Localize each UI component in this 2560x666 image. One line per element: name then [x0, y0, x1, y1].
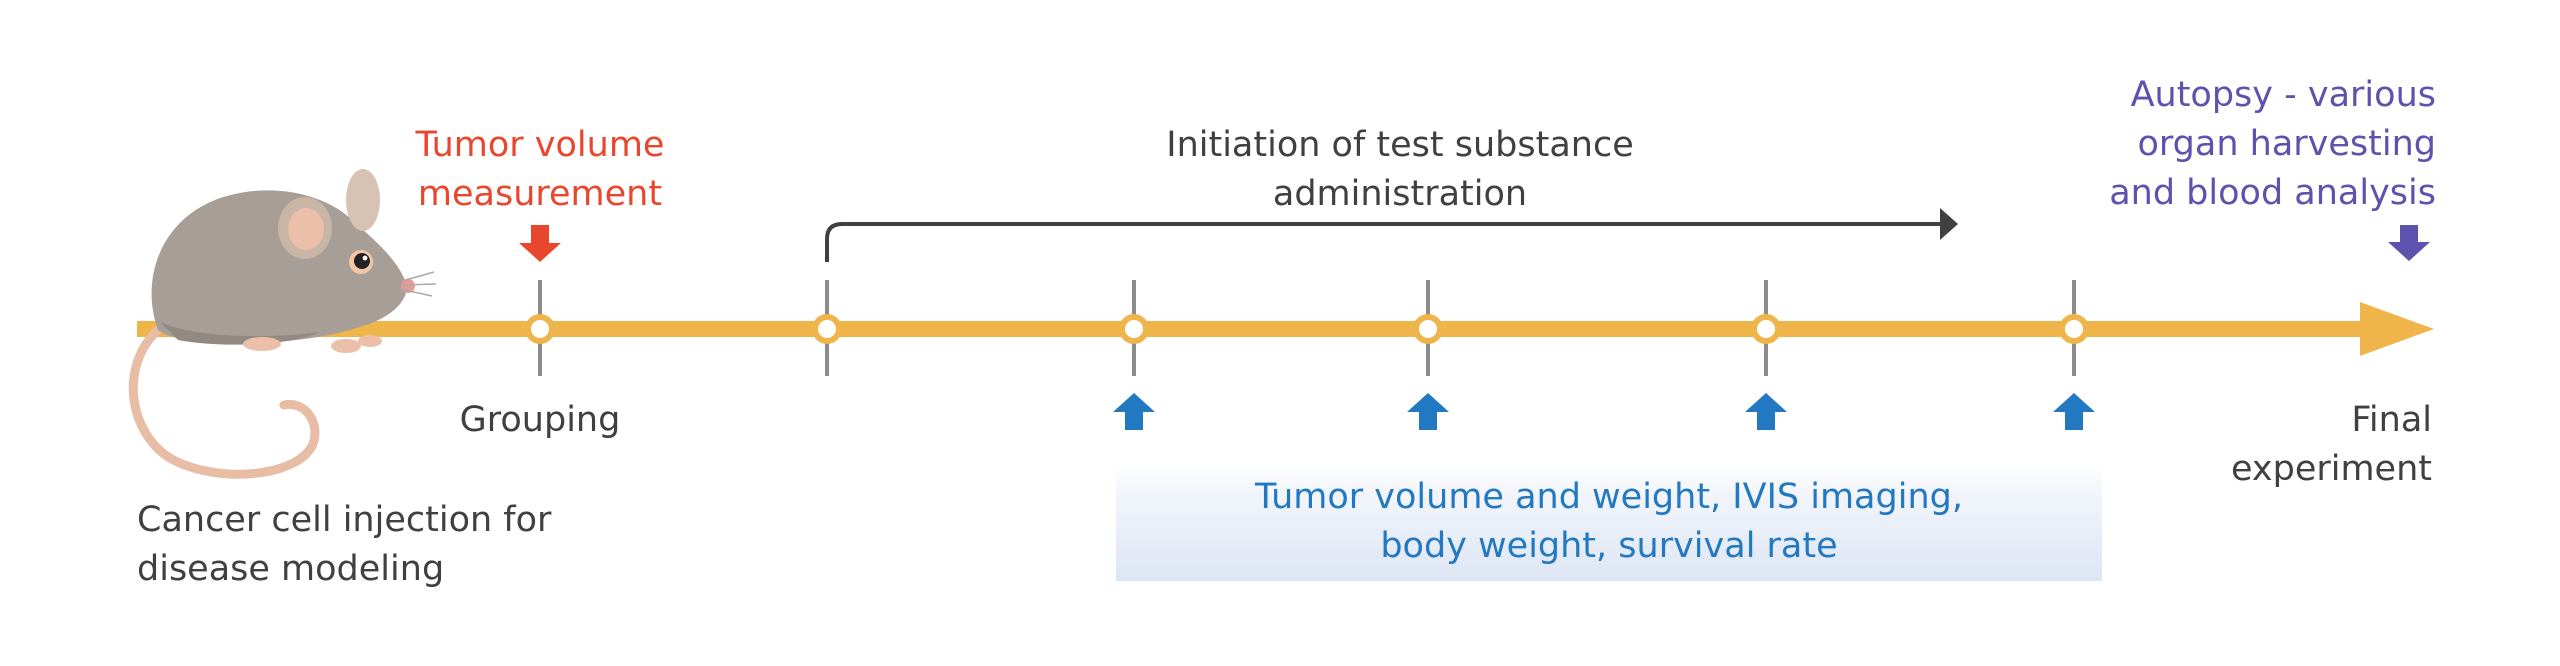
- cancer-injection-label: Cancer cell injection for disease modeli…: [137, 500, 552, 589]
- up-arrow-icon: [1745, 393, 1787, 430]
- mouse-back-ear: [346, 169, 380, 231]
- up-arrow-icon: [1113, 393, 1155, 430]
- timepoint-measurement-4: [2059, 314, 2089, 344]
- final-experiment-label: Final experiment: [2230, 400, 2432, 489]
- up-arrow-icon: [2053, 393, 2095, 430]
- mouse-eye: [354, 253, 370, 269]
- mouse-illustration: [128, 169, 437, 479]
- mouse-front-paw: [358, 335, 382, 347]
- mouse-belly-shade: [160, 322, 320, 345]
- tumor-volume-measurement-label: Tumor volume measurement: [415, 125, 665, 214]
- timepoint-measurement-1: [1119, 314, 1149, 344]
- mouse-inner-ear: [288, 208, 324, 250]
- measurement-arrows: [1113, 393, 2095, 430]
- mouse-front-foot: [331, 339, 361, 353]
- down-arrow-icon: [2388, 225, 2430, 261]
- administration-period-arrow: [825, 222, 1944, 262]
- mouse-back-foot: [243, 337, 281, 351]
- timepoint-grouping: [525, 314, 555, 344]
- mouse-whiskers: [399, 271, 437, 297]
- mouse-eye-highlight: [362, 255, 368, 261]
- down-arrow-icon: [519, 225, 561, 262]
- administration-arrowhead: [1940, 208, 1958, 240]
- timeline-bar: [137, 321, 2377, 337]
- timepoint-measurement-3: [1751, 314, 1781, 344]
- mouse-body: [151, 190, 407, 344]
- up-arrow-icon: [1407, 393, 1449, 430]
- timepoint-measurement-2: [1413, 314, 1443, 344]
- timeline-arrowhead: [2360, 302, 2434, 356]
- mouse-tail: [128, 317, 320, 479]
- autopsy-label: Autopsy - various organ harvesting and b…: [2109, 75, 2436, 213]
- timepoint-administration-start: [812, 314, 842, 344]
- grouping-label: Grouping: [459, 400, 621, 440]
- measurement-items-label: Tumor volume and weight, IVIS imaging, b…: [1255, 477, 1963, 566]
- administration-initiation-label: Initiation of test substance administrat…: [1166, 125, 1634, 214]
- measurement-panel: Tumor volume and weight, IVIS imaging, b…: [1116, 463, 2102, 581]
- timepoint-markers: [525, 314, 2089, 344]
